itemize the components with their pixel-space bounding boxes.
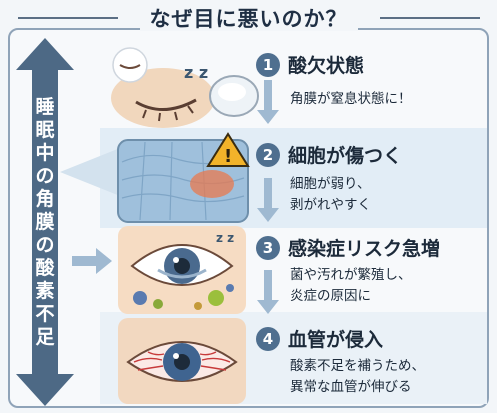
- page-title: なぜ目に悪いのか？: [0, 3, 497, 33]
- step-3-title: 感染症リスク急増: [288, 238, 441, 260]
- cornea-cells-illustration: !: [60, 132, 250, 223]
- step-2-title: 細胞が傷つく: [288, 145, 403, 167]
- infected-eye-illustration: z z: [118, 226, 246, 314]
- down-arrow-icon: [257, 270, 279, 314]
- step-2-number: 2: [256, 143, 280, 167]
- sleep-z-icon: z z: [184, 63, 208, 82]
- right-arrow-icon: [72, 248, 112, 274]
- bloodshot-eye-illustration: [118, 318, 246, 404]
- svg-text:z z: z z: [216, 231, 234, 245]
- down-arrow-icon: [257, 178, 279, 222]
- step-1-desc: 角膜が窒息状態に！: [290, 91, 412, 107]
- double-arrow-icon: [16, 38, 74, 406]
- sleeping-eye-illustration: z z: [111, 47, 259, 128]
- step-4-desc-line1: 酸素不足を補うため、: [290, 358, 425, 374]
- step-3-desc-line1: 菌や汚れが繁殖し、: [290, 267, 412, 283]
- warning-icon: !: [224, 146, 232, 167]
- step-4-title: 血管が侵入: [288, 329, 384, 351]
- step-2-desc-line2: 剥がれやすく: [290, 197, 371, 213]
- step-3-desc-line2: 炎症の原因に: [290, 288, 371, 304]
- step-4-number: 4: [256, 327, 280, 351]
- side-label: 睡眠中の角膜の酸素不足: [35, 96, 55, 348]
- step-1-number: 1: [256, 53, 280, 77]
- step-3-number: 3: [256, 236, 280, 260]
- title-rule-right: [380, 17, 480, 19]
- step-2-desc-line1: 細胞が弱り、: [290, 176, 371, 192]
- step-4-desc-line2: 異常な血管が伸びる: [290, 379, 412, 395]
- down-arrow-icon: [257, 80, 279, 124]
- title-rule-left: [18, 17, 118, 19]
- step-1-title: 酸欠状態: [288, 55, 365, 77]
